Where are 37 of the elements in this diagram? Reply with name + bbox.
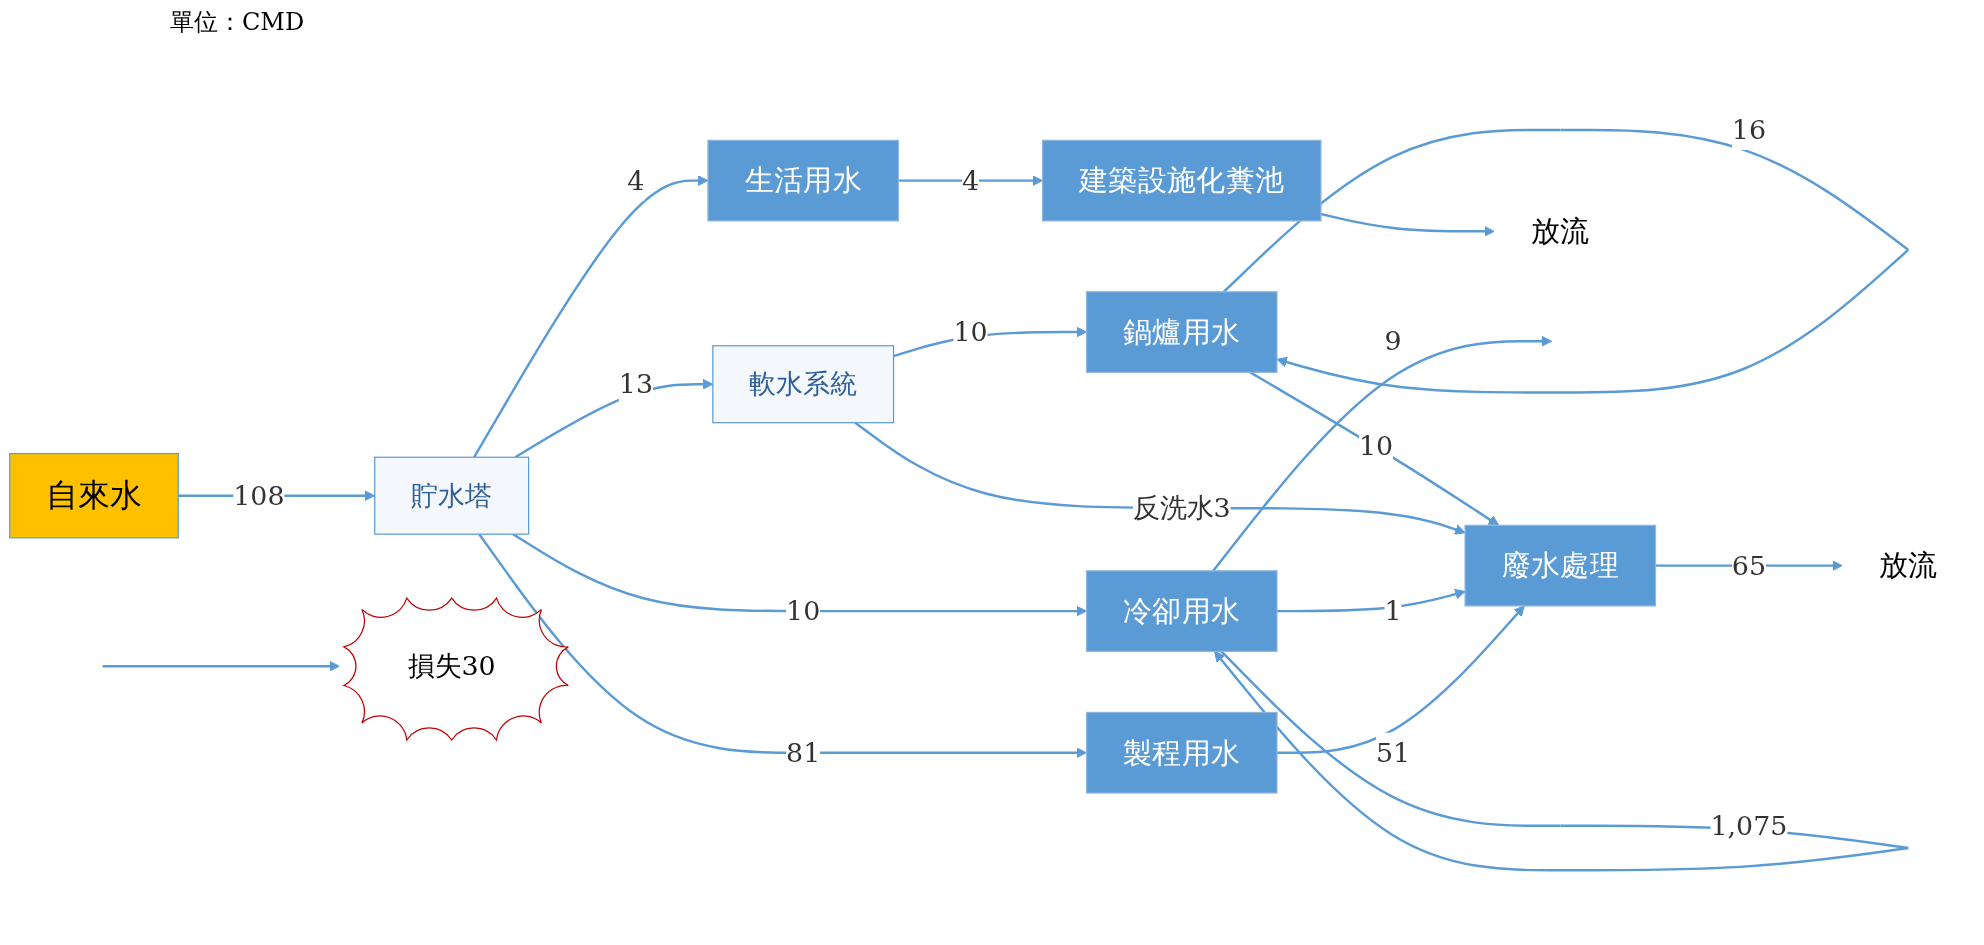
node-box: 建築設施化糞池 [1041,139,1322,222]
node-box: 廢水處理 [1464,524,1657,607]
arrow [854,421,1466,535]
edge-label: 1 [1384,595,1402,627]
node-box: 冷卻用水 [1085,570,1278,652]
node-text: 放流 [1878,548,1938,583]
node-box: 貯水塔 [374,456,530,535]
node-box: 鍋爐用水 [1085,291,1278,373]
edge-label: 反洗水3 [1132,492,1231,524]
edge-label: 81 [786,737,821,768]
edge-label: 9 [1384,325,1402,357]
edge-label: 1,075 [1710,810,1788,841]
arrow [1212,335,1553,572]
edge-label: 51 [1375,737,1411,768]
node-text: 放流 [1530,214,1590,249]
arrow [1320,212,1495,237]
edge-label: 108 [233,480,285,511]
arrow [102,660,340,672]
arrow [1277,588,1466,613]
edge-label: 4 [627,165,645,196]
edge-label: 10 [953,316,988,348]
edge-label: 16 [1731,114,1767,146]
node-box: 自來水 [9,452,179,539]
arrow [478,533,1087,759]
edge-label: 65 [1731,550,1767,581]
edge-label: 10 [1358,431,1394,462]
unit-note: 單位：CMD [170,8,305,36]
node-box: 軟水系統 [712,345,895,424]
edge-label: 10 [786,595,821,627]
node-box: 生活用水 [707,139,900,222]
edge-label: 4 [961,165,980,196]
arrow [1249,371,1500,526]
edge-label: 13 [618,368,653,400]
node-box: 製程用水 [1085,711,1278,794]
arrow [1277,605,1525,754]
arrow [898,175,1043,186]
arrow [512,533,1087,617]
